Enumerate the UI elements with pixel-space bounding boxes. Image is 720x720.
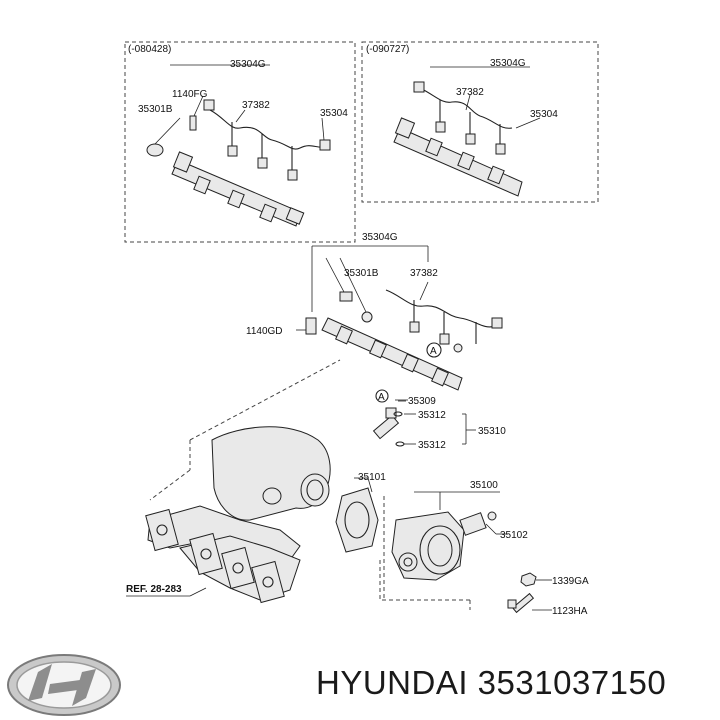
label-35309: 35309 [408, 396, 436, 407]
intake-manifold [145, 359, 471, 610]
label-right-37382: 37382 [456, 87, 484, 98]
label-right-35304: 35304 [530, 109, 558, 120]
label-left-35304: 35304 [320, 108, 348, 119]
injector-group [372, 400, 476, 447]
fastener-1339ga [520, 572, 552, 587]
label-mid-35304g: 35304G [362, 232, 398, 243]
label-left-37382: 37382 [242, 100, 270, 111]
left-variant-box [124, 41, 356, 243]
label-35310: 35310 [478, 426, 506, 437]
label-left-1140fg: 1140FG [172, 89, 208, 100]
label-mid-1140gd: 1140GD [246, 326, 283, 337]
throttle-gasket [335, 477, 379, 553]
label-mid-37382: 37382 [410, 268, 438, 279]
label-1339ga: 1339GA [552, 576, 589, 587]
label-35100: 35100 [470, 480, 498, 491]
label-mid-35301b: 35301B [344, 268, 379, 279]
right-variant-box [361, 41, 599, 203]
label-left-35304g: 35304G [230, 59, 266, 70]
label-mid-a1: A [430, 346, 437, 357]
fastener-1123ha [507, 592, 552, 614]
label-left-35301b: 35301B [138, 104, 173, 115]
hyundai-logo [7, 654, 121, 716]
left-variant-code: (-080428) [128, 44, 171, 55]
throttle-body [383, 491, 508, 600]
label-mid-a2: A [378, 392, 385, 403]
right-fuel-rail-assembly [393, 66, 541, 197]
label-35102: 35102 [500, 530, 528, 541]
label-35312-bottom: 35312 [418, 440, 446, 451]
label-ref-28-283: REF. 28-283 [126, 584, 182, 595]
middle-fuel-rail-assembly [296, 245, 503, 403]
label-1123ha: 1123HA [552, 606, 588, 617]
right-variant-code: (-090727) [366, 44, 409, 55]
label-35101: 35101 [358, 472, 386, 483]
label-35312-top: 35312 [418, 410, 446, 421]
brand-caption: HYUNDAI 3531037150 [316, 664, 667, 701]
label-right-35304g: 35304G [490, 58, 526, 69]
left-fuel-rail-assembly [146, 64, 331, 227]
